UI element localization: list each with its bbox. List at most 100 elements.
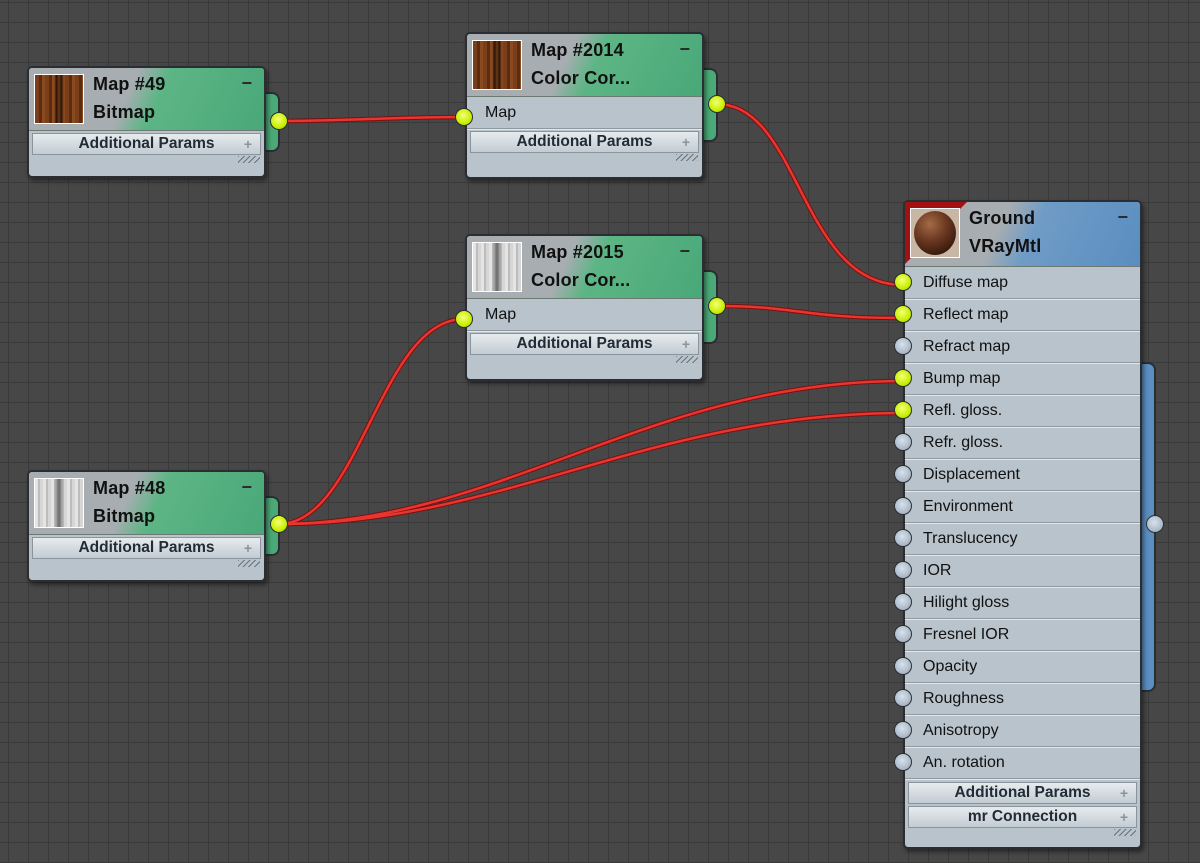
node-title: Map #48 (93, 478, 166, 498)
input-slot-anisotropy[interactable]: Anisotropy (905, 715, 1140, 747)
mr-connection-rollout[interactable]: mr Connection + (908, 806, 1137, 828)
input-socket-map[interactable] (455, 108, 473, 126)
input-socket[interactable] (894, 337, 912, 355)
collapse-icon[interactable]: − (1117, 207, 1128, 227)
input-slot-hilight-gloss[interactable]: Hilight gloss (905, 587, 1140, 619)
node-header[interactable]: Map #2014 Color Cor... − (467, 34, 702, 97)
panel-label: Additional Params (516, 335, 653, 352)
additional-params-rollout[interactable]: Additional Params + (908, 782, 1137, 804)
panel-label: Additional Params (954, 784, 1091, 801)
input-slot-refr-gloss[interactable]: Refr. gloss. (905, 427, 1140, 459)
input-slot-an-rotation[interactable]: An. rotation (905, 747, 1140, 779)
resize-grip-icon[interactable] (238, 156, 260, 163)
node-header[interactable]: Ground VRayMtl − (905, 202, 1140, 267)
node-footer (467, 355, 702, 365)
additional-params-rollout[interactable]: Additional Params + (32, 133, 261, 155)
node-map48[interactable]: Map #48 Bitmap − Additional Params + (27, 470, 266, 582)
node-header[interactable]: Map #49 Bitmap − (29, 68, 264, 131)
additional-params-rollout[interactable]: Additional Params + (470, 131, 699, 153)
panel-label: mr Connection (967, 808, 1078, 825)
collapse-icon[interactable]: − (679, 39, 690, 59)
node-header[interactable]: Map #48 Bitmap − (29, 472, 264, 535)
input-socket[interactable] (894, 433, 912, 451)
node-footer (29, 155, 264, 165)
plus-icon: + (1119, 785, 1128, 801)
panel-label: Additional Params (78, 539, 215, 556)
input-socket[interactable] (894, 657, 912, 675)
node-title: Ground (969, 208, 1036, 228)
collapse-icon[interactable]: − (241, 477, 252, 497)
input-socket[interactable] (894, 273, 912, 291)
plus-icon: + (243, 136, 252, 152)
node-title: Map #2014 (531, 40, 624, 60)
input-slot-roughness[interactable]: Roughness (905, 683, 1140, 715)
input-slot-ior[interactable]: IOR (905, 555, 1140, 587)
input-slot-reflect-map[interactable]: Reflect map (905, 299, 1140, 331)
input-slot-fresnel-ior[interactable]: Fresnel IOR (905, 619, 1140, 651)
input-slot-opacity[interactable]: Opacity (905, 651, 1140, 683)
plus-icon: + (681, 134, 690, 150)
node-title: Map #49 (93, 74, 166, 94)
wire-map48-to-reflgloss (277, 411, 905, 526)
wire-map49-to-map2014 (277, 115, 466, 123)
input-slot-displacement[interactable]: Displacement (905, 459, 1140, 491)
node-header[interactable]: Map #2015 Color Cor... − (467, 236, 702, 299)
input-slot-environment[interactable]: Environment (905, 491, 1140, 523)
input-socket[interactable] (894, 625, 912, 643)
input-socket[interactable] (894, 465, 912, 483)
plus-icon: + (681, 336, 690, 352)
resize-grip-icon[interactable] (238, 560, 260, 567)
input-slot-translucency[interactable]: Translucency (905, 523, 1140, 555)
input-socket[interactable] (894, 561, 912, 579)
input-slot-refract-map[interactable]: Refract map (905, 331, 1140, 363)
input-slot-refl-gloss[interactable]: Refl. gloss. (905, 395, 1140, 427)
material-sphere (914, 211, 956, 255)
resize-grip-icon[interactable] (676, 154, 698, 161)
resize-grip-icon[interactable] (1114, 829, 1136, 836)
panel-label: Additional Params (516, 133, 653, 150)
output-socket[interactable] (270, 112, 288, 130)
input-slot-map[interactable]: Map (467, 97, 702, 129)
resize-grip-icon[interactable] (676, 356, 698, 363)
input-socket[interactable] (894, 305, 912, 323)
output-socket[interactable] (708, 95, 726, 113)
wire-map2014-to-diffuse (715, 102, 905, 287)
node-title: Map #2015 (531, 242, 624, 262)
input-slot-diffuse-map[interactable]: Diffuse map (905, 267, 1140, 299)
node-footer (905, 828, 1140, 838)
plus-icon: + (243, 540, 252, 556)
material-output-socket[interactable] (1146, 515, 1164, 533)
input-socket[interactable] (894, 721, 912, 739)
node-map49[interactable]: Map #49 Bitmap − Additional Params + (27, 66, 266, 178)
input-socket-map[interactable] (455, 310, 473, 328)
output-socket[interactable] (270, 515, 288, 533)
node-footer (29, 559, 264, 569)
wire-map48-to-map2015 (277, 317, 466, 526)
input-socket[interactable] (894, 689, 912, 707)
input-socket[interactable] (894, 401, 912, 419)
additional-params-rollout[interactable]: Additional Params + (32, 537, 261, 559)
wire-map48-to-bump (277, 379, 905, 526)
input-slot-map[interactable]: Map (467, 299, 702, 331)
node-map2014[interactable]: Map #2014 Color Cor... − Map Additional … (465, 32, 704, 179)
node-type: Bitmap (93, 102, 156, 122)
input-socket[interactable] (894, 593, 912, 611)
additional-params-rollout[interactable]: Additional Params + (470, 333, 699, 355)
input-socket[interactable] (894, 369, 912, 387)
output-socket[interactable] (708, 297, 726, 315)
node-footer (467, 153, 702, 163)
bitmap-thumbnail (34, 478, 84, 528)
bitmap-thumbnail (34, 74, 84, 124)
input-socket[interactable] (894, 753, 912, 771)
collapse-icon[interactable]: − (679, 241, 690, 261)
node-type: Bitmap (93, 506, 156, 526)
input-slot-bump-map[interactable]: Bump map (905, 363, 1140, 395)
panel-label: Additional Params (78, 135, 215, 152)
node-type: VRayMtl (969, 236, 1042, 256)
node-map2015[interactable]: Map #2015 Color Cor... − Map Additional … (465, 234, 704, 381)
input-socket[interactable] (894, 497, 912, 515)
collapse-icon[interactable]: − (241, 73, 252, 93)
input-socket[interactable] (894, 529, 912, 547)
